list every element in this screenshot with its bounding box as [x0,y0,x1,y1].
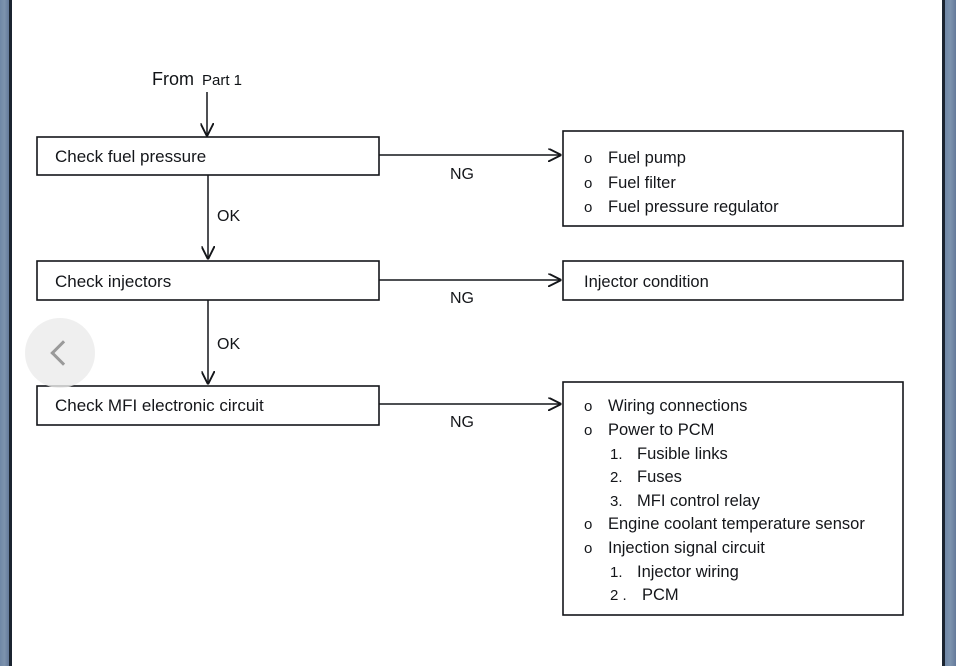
edge-label-step1-ng: NG [450,166,474,183]
list-item-text: Fuel pressure regulator [608,198,779,216]
list-item-marker: 2. [610,469,623,486]
list-item-marker: o [584,199,592,216]
previous-image-button[interactable] [25,318,95,388]
list-item-text: Engine coolant temperature sensor [608,515,865,533]
list-item-marker: 1. [610,446,623,463]
list-item-text: Fuses [637,468,682,486]
list-item-marker: o [584,516,592,533]
entry-target-label: Part 1 [202,72,242,89]
node-fuel-pressure-causes[interactable] [562,130,904,227]
list-item-text: MFI control relay [637,492,761,510]
node-check-injectors-label: Check injectors [55,272,171,291]
list-item-marker: 1. [610,564,623,581]
list-item-marker: o [584,175,592,192]
list-item-text: Injection signal circuit [608,539,765,557]
entry-prefix-label: From [152,69,194,89]
list-item-marker: o [584,150,592,167]
node-check-injectors[interactable] [36,260,380,301]
chevron-left-icon [49,340,76,366]
list-item-text: Fuel pump [608,149,686,167]
page-edge-band-right [945,0,956,666]
edge-label-step2-ok: OK [217,336,240,353]
edge-label-step3-ng: NG [450,414,474,431]
node-mfi-circuit-causes[interactable] [562,381,904,616]
list-item-marker: 2 . [610,587,627,604]
page-edge-rule-right [942,0,945,666]
list-item-text: Fusible links [637,445,728,463]
node-check-mfi-electronic-circuit[interactable] [36,385,380,426]
list-item-marker: 3. [610,493,623,510]
list-item-text: Power to PCM [608,421,714,439]
scanned-page: From Part 1 Check fuel pressure NG OK o … [12,0,942,666]
list-item-text: Wiring connections [608,397,747,415]
list-item-marker: o [584,540,592,557]
list-item-marker: o [584,422,592,439]
list-item-marker: o [584,398,592,415]
edge-label-step1-ok: OK [217,208,240,225]
edge-label-step2-ng: NG [450,290,474,307]
node-check-mfi-electronic-circuit-label: Check MFI electronic circuit [55,396,264,415]
list-item-text: Fuel filter [608,174,676,192]
list-item-text: PCM [642,586,679,604]
list-item-text: Injector wiring [637,563,739,581]
flowchart-diagram: From Part 1 Check fuel pressure NG OK o … [36,69,904,616]
page-edge-rule-left [9,0,12,666]
node-check-fuel-pressure-label: Check fuel pressure [55,147,206,166]
node-injector-causes[interactable] [562,260,904,301]
page-edge-band-left [0,0,9,666]
list-item-text: Injector condition [584,273,709,291]
